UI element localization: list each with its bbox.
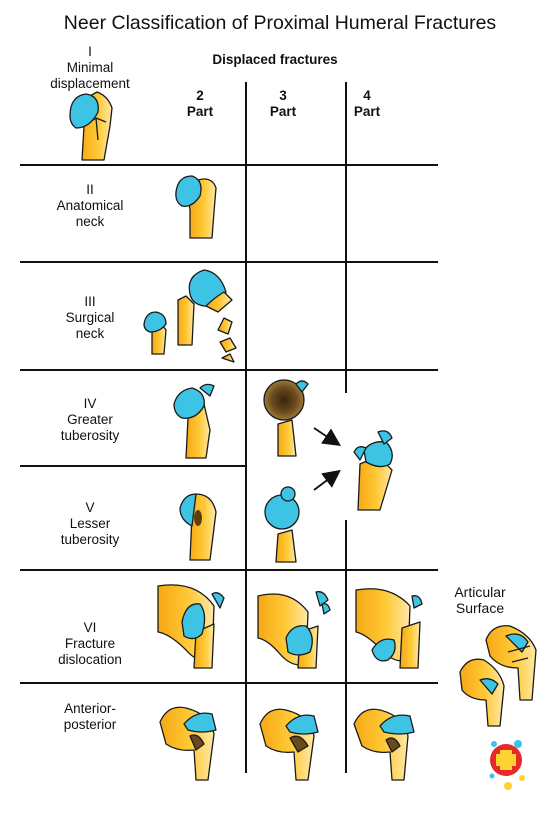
row-5-line1: Lesser: [69, 516, 111, 531]
greater-tuberosity-2part-illustration: [173, 383, 215, 459]
minimal-displacement-illustration: [69, 91, 113, 161]
arrow-lesser-tuberosity: [313, 469, 341, 491]
row-3-label: III Surgical neck: [30, 294, 150, 342]
fracture-dislocation-3part-illustration: [257, 591, 331, 669]
row-1-line1: Minimal: [66, 60, 114, 75]
fracture-dislocation-2part-illustration: [157, 584, 225, 669]
grid-lines: [20, 82, 438, 773]
row-2-label: II Anatomical neck: [30, 182, 150, 230]
row-7-line2: posterior: [63, 717, 117, 732]
row-4-line2: tuberosity: [60, 428, 120, 443]
displaced-fractures-header: Displaced fractures: [212, 52, 338, 67]
row-4-label: IV Greater tuberosity: [30, 396, 150, 444]
greater-tuberosity-3part-illustration: [263, 379, 309, 457]
row-5-line2: tuberosity: [60, 532, 120, 547]
anterior-posterior-3part-illustration: [259, 708, 319, 781]
articular-surface-line1: Articular: [454, 584, 506, 600]
column-4-number: 4: [363, 88, 371, 103]
anterior-posterior-2part-illustration: [159, 706, 217, 781]
surgical-neck-illustration: [143, 269, 237, 363]
row-2-line1: Anatomical: [56, 198, 124, 213]
anatomical-neck-illustration: [175, 175, 217, 239]
row-4-line1: Greater: [67, 412, 113, 427]
row-2-line2: neck: [75, 214, 105, 229]
row-5-number: V: [85, 500, 95, 515]
lesser-tuberosity-2part-illustration: [179, 493, 217, 561]
column-3-label: Part: [269, 104, 297, 119]
row-7-line1: Anterior-: [64, 701, 116, 716]
column-2-number: 2: [196, 88, 204, 103]
fracture-dislocation-4part-illustration: [355, 588, 423, 669]
articular-surface-illustration-lower: [459, 658, 505, 727]
row-4-number: IV: [83, 396, 97, 411]
row-3-number: III: [84, 294, 96, 309]
row-1-label: I Minimal displacement: [30, 44, 150, 92]
row-2-number: II: [86, 182, 94, 197]
articular-surface-label: Articular Surface: [440, 584, 520, 616]
row-1-number: I: [88, 44, 92, 59]
row-6-number: VI: [83, 620, 97, 635]
diagram-title: Neer Classification of Proximal Humeral …: [63, 12, 497, 34]
row-5-label: V Lesser tuberosity: [30, 500, 150, 548]
row-1-line2: displacement: [50, 76, 130, 91]
anterior-posterior-4part-illustration: [353, 708, 415, 781]
column-3-number: 3: [279, 88, 287, 103]
column-2-label: Part: [186, 104, 214, 119]
row-7-label: Anterior- posterior: [30, 701, 150, 733]
row-6-line2: dislocation: [58, 652, 122, 667]
lesser-tuberosity-3part-illustration: [264, 486, 300, 563]
arrow-greater-tuberosity: [313, 427, 341, 446]
row-3-line2: neck: [75, 326, 105, 341]
row-3-line1: Surgical: [65, 310, 115, 325]
row-6-line1: Fracture: [64, 636, 116, 651]
articular-surface-illustration-upper: [485, 625, 537, 701]
articular-surface-line2: Surface: [455, 600, 505, 616]
column-4-label: Part: [353, 104, 381, 119]
logo-icon: [489, 740, 525, 790]
row-6-label: VI Fracture dislocation: [30, 620, 150, 668]
four-part-tuberosity-illustration: [353, 430, 393, 511]
